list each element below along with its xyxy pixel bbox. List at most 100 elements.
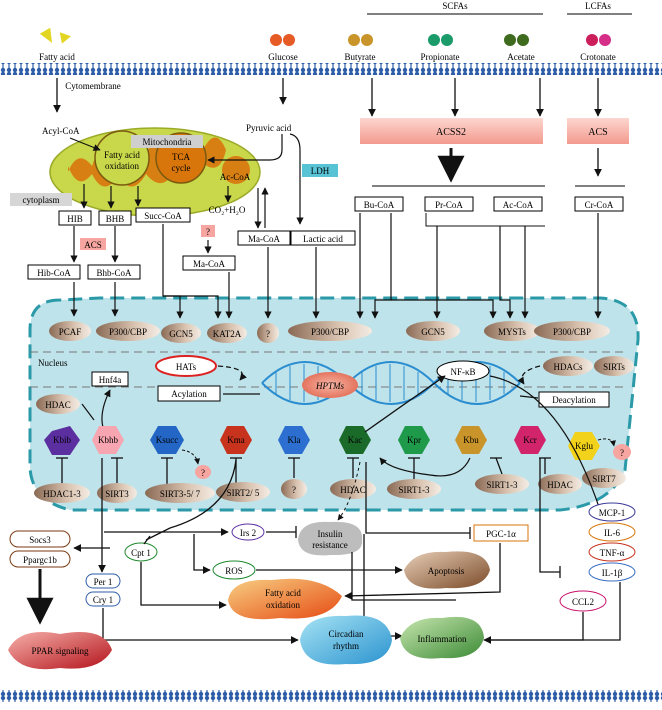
mcp1-node xyxy=(588,502,636,522)
writer-p300cbp-3 xyxy=(534,321,610,341)
acylation-box xyxy=(157,385,221,402)
tnfa-node xyxy=(588,542,636,562)
mitochondria-label: Mitochondria xyxy=(143,137,192,147)
writer-gcn5-2-label: GCN5 xyxy=(421,327,445,337)
mcp1-label: MCP-1 xyxy=(599,508,626,518)
cr-coa-label: Cr-CoA xyxy=(585,200,614,210)
eraser-kbib xyxy=(34,483,90,503)
outcome-fatty-acid-oxidation xyxy=(228,578,342,620)
cr-coa-box xyxy=(574,196,624,212)
hnf4a-box xyxy=(91,371,129,387)
pyruvic-acid-label: Pyruvic acid xyxy=(246,123,292,133)
insulin-label-line1: Insulin xyxy=(317,529,343,539)
acyl-coa-label: Acyl-CoA xyxy=(42,126,80,136)
prcoa-accoa-link xyxy=(425,213,545,227)
kglu-unknown-label: ? xyxy=(620,448,624,458)
ma-coa-box xyxy=(237,230,291,246)
pgc1a-label: PGC-1α xyxy=(486,529,516,539)
eraser-kbhb xyxy=(97,483,137,503)
eraser-ksucc-label: SIRT3-5/ 7 xyxy=(160,489,201,499)
mark-kbu xyxy=(455,426,487,454)
writer-pcaf-label: PCAF xyxy=(59,327,82,337)
arrow-pgc1a-fao xyxy=(344,543,501,600)
eraser-kbu-label: SIRT1-3 xyxy=(487,480,518,490)
mark-kma xyxy=(220,426,252,454)
outcome-apoptosis xyxy=(404,551,490,589)
ccl2-label: CCL2 xyxy=(572,597,594,607)
sirts-label: SIRTs xyxy=(603,362,625,372)
mark-kcr-label: Kcr xyxy=(523,435,537,445)
cpt1-label: Cpt 1 xyxy=(131,548,151,558)
bu-coa-box xyxy=(354,196,404,212)
ac-coa-label: Ac-CoA xyxy=(503,200,534,210)
inflammation-label: Inflammation xyxy=(418,634,467,644)
acs-enzyme xyxy=(567,118,629,144)
eraser-kma xyxy=(216,482,270,502)
lactic-acid-box xyxy=(290,230,356,246)
arrow-succcoa-kat2a xyxy=(163,295,222,319)
arrow-to-ros xyxy=(193,534,211,574)
sirts-badge xyxy=(594,356,634,376)
il6-node xyxy=(588,522,636,542)
eraser-kla-label: ? xyxy=(292,485,296,495)
hdacs-badge xyxy=(543,356,593,376)
mark-kac xyxy=(339,426,371,454)
mark-ksucc-label: Ksucc xyxy=(156,435,179,445)
fao-outcome-line2: oxidation xyxy=(266,600,300,610)
kglu-unknown-badge xyxy=(613,444,631,460)
bhb-box xyxy=(98,210,132,226)
eraser-enzymes: HDAC1-3 SIRT3 SIRT3-5/ 7 SIRT2/ 5 ? HDAC… xyxy=(34,468,626,503)
writer-p300cbp-2-label: P300/CBP xyxy=(311,327,349,337)
succ-coa-box xyxy=(135,207,191,223)
ma-coa-label: Ma-CoA xyxy=(248,234,280,244)
apoptosis-label: Apoptosis xyxy=(428,566,465,576)
hdac-kbhb-link xyxy=(81,403,95,421)
hdac-left-badge xyxy=(36,394,80,414)
writer-enzymes: PCAF P300/CBP GCN5 KAT2A ? P300/CBP GCN5… xyxy=(49,321,610,343)
glucose-label: Glucose xyxy=(268,52,298,62)
cytomembrane-label: Cytomembrane xyxy=(65,81,121,91)
eraser-kglu xyxy=(582,468,626,488)
eraser-kma-label: SIRT2/ 5 xyxy=(227,488,260,498)
bhb-coa-box xyxy=(87,264,141,280)
bhb-label: BHB xyxy=(106,214,125,224)
mark-kla xyxy=(278,426,310,454)
eraser-kcr xyxy=(538,474,582,494)
lcfas-label: LCFAs xyxy=(585,1,611,11)
fatty-acid-icon xyxy=(39,27,72,44)
bu-coa-label: Bu-CoA xyxy=(364,200,395,210)
ros-label: ROS xyxy=(225,566,243,576)
propionate-label: Propionate xyxy=(421,52,460,62)
acss2-enzyme xyxy=(360,118,543,144)
ldh-enzyme xyxy=(302,164,338,177)
nucleus-envelope xyxy=(28,296,640,512)
kma-cpt1-line xyxy=(145,459,237,541)
hats-label: HATs xyxy=(176,362,197,372)
hnf4a-label: Hnf4a xyxy=(99,375,122,385)
butyrate-icon xyxy=(348,34,373,46)
arrow-hats-acylation xyxy=(217,365,247,381)
mark-kbib xyxy=(44,426,80,455)
socs3-label: Socs3 xyxy=(29,535,51,545)
crotonate-icon xyxy=(586,34,611,46)
arrow-ksucc-q xyxy=(181,449,201,465)
deacylation-box xyxy=(538,391,610,408)
cytoplasm-label: cytoplasm xyxy=(23,195,60,205)
hib-label: HIB xyxy=(67,214,83,224)
insulin-link-line xyxy=(351,552,456,601)
nfkb-label: NF-κB xyxy=(450,367,475,377)
eraser-kac xyxy=(330,479,376,499)
kcr-ccl2-line xyxy=(539,458,560,573)
pr-coa-label: Pr-CoA xyxy=(435,200,463,210)
kac-pgc1a-line xyxy=(365,462,470,534)
acs-label: ACS xyxy=(588,127,607,138)
eraser-kpr-label: SIRT1-3 xyxy=(399,485,430,495)
ccl2-node xyxy=(559,590,607,612)
writer-gcn5-1 xyxy=(161,323,201,343)
fao-mito-line1: Fatty acid xyxy=(104,150,140,160)
eraser-kac-label: HDAC xyxy=(340,485,366,495)
writer-p300cbp-1 xyxy=(96,321,160,341)
fatty-acid-label: Fatty acid xyxy=(39,52,75,62)
ppargc1b-node xyxy=(9,550,71,568)
ros-node xyxy=(212,560,256,580)
